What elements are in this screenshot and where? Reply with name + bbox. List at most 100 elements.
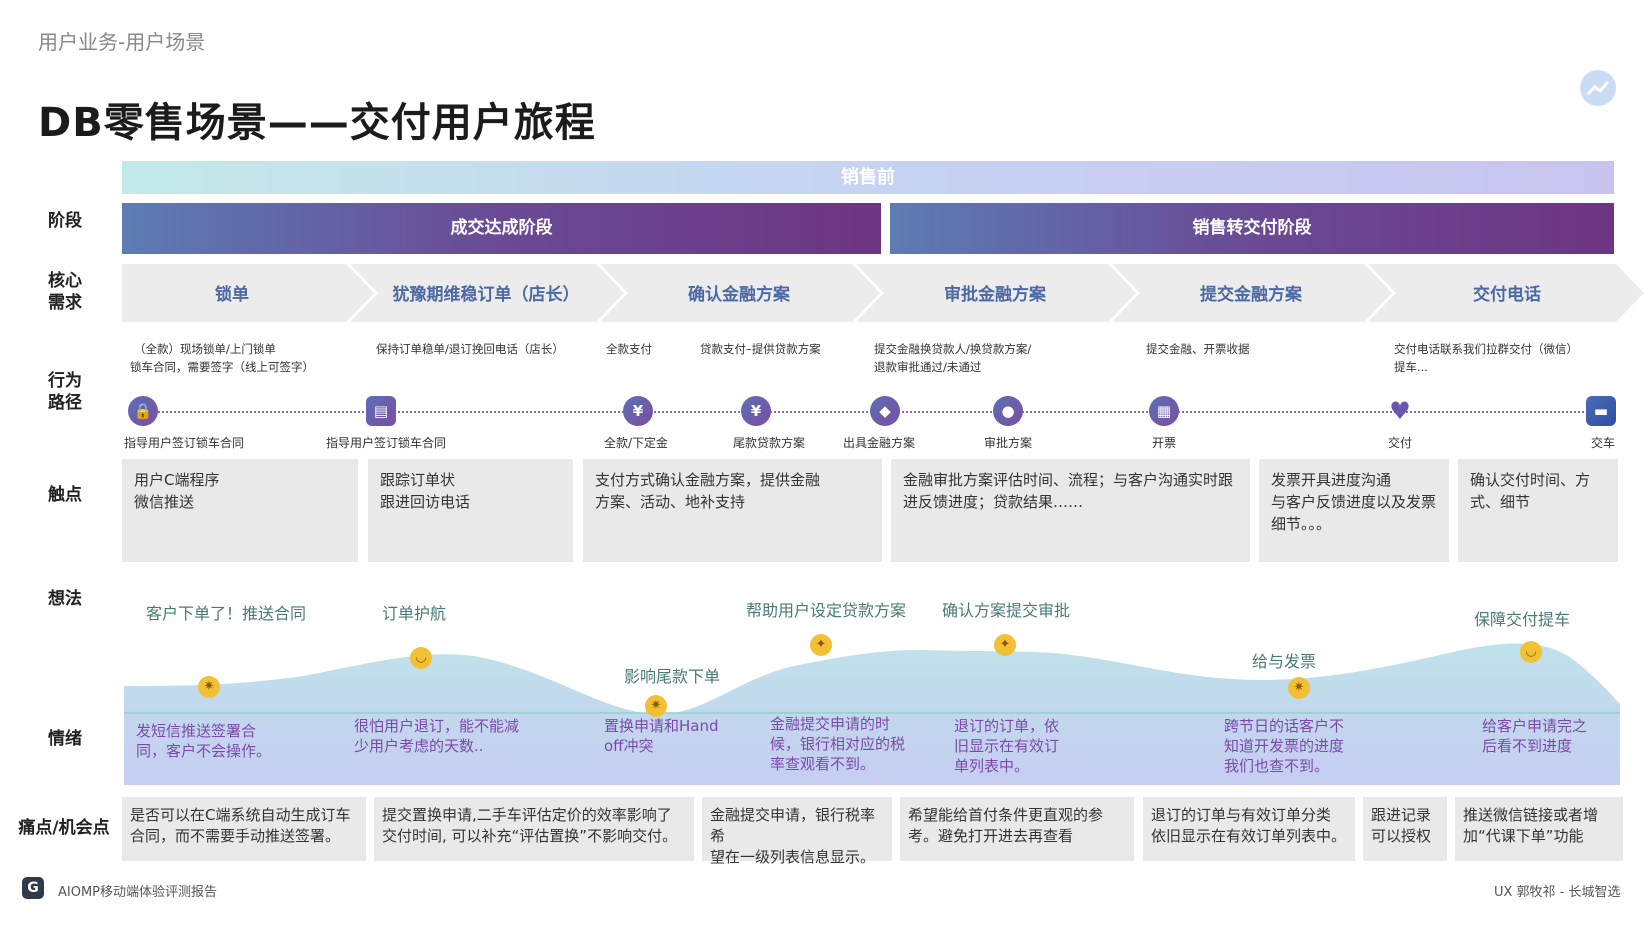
stressed-face-icon: ✷ (198, 676, 220, 698)
pain-card: 是否可以在C端系统自动生成订车 合同，而不需要手动推送签署。 (122, 797, 366, 861)
node-label: 交付 (1388, 436, 1413, 450)
pain-card: 推送微信链接或者增 加“代课下单”功能 (1455, 797, 1623, 861)
touchpoint-line: 进反馈进度；贷款结果…… (903, 493, 1084, 511)
need-approve-finance: 审批金融方案 (944, 284, 1046, 305)
touchpoint-line: 确认交付时间、方 (1470, 471, 1591, 489)
thought-text: 影响尾款下单 (624, 667, 721, 686)
label-touchpoint: 触点 (48, 485, 82, 505)
thought-text: 给与发票 (1252, 652, 1317, 671)
emotion-line: 发短信推送签署合 (136, 722, 257, 740)
touchpoint-line: 方案、活动、地补支持 (595, 493, 746, 511)
emotion-wave (124, 643, 1620, 785)
touchpoint-line: 式、细节 (1470, 493, 1531, 511)
emotion-text: 置换申请和Hand off冲突 (604, 716, 719, 756)
touchpoint-line: 支付方式确认金融方案，提供金融 (595, 471, 821, 489)
pain-line: 是否可以在C端系统自动生成订车 (130, 806, 351, 824)
node-label: 指导用户签订锁车合同 (124, 436, 245, 450)
touchpoint-card: 发票开具进度沟通 与客户反馈进度以及发票 细节。。。 (1259, 459, 1449, 562)
pain-line: 依旧显示在有效订单列表中。 (1151, 827, 1347, 845)
touchpoint-line: 跟进回访电话 (380, 493, 471, 511)
touchpoint-card: 用户C端程序 微信推送 (122, 459, 358, 562)
behavior-text: （全款）现场锁单/上门锁单 (134, 342, 276, 356)
pain-line: 推送微信链接或者增 (1463, 806, 1599, 824)
celebrate-face-icon: ✦ (810, 634, 832, 656)
behavior-text: 退款审批通过/未通过 (874, 360, 982, 374)
frustrated-face-icon: ✷ (645, 695, 667, 717)
emotion-line: 旧显示在有效订 (954, 737, 1060, 755)
emotion-line: 置换申请和Hand (604, 717, 719, 735)
behavior-text: 提交金融、开票收据 (1146, 342, 1250, 356)
diamond-icon: ◆ (870, 396, 900, 426)
pain-card: 退订的订单与有效订单分类 依旧显示在有效订单列表中。 (1143, 797, 1355, 861)
pain-line: 退订的订单与有效订单分类 (1151, 806, 1332, 824)
pain-line: 加“代课下单”功能 (1463, 827, 1584, 845)
trend-logo-icon (1580, 70, 1616, 106)
pain-line: 望在一级列表信息显示。 (710, 848, 876, 866)
smile-face-icon: ◡ (1520, 641, 1542, 663)
emotion-line: 单列表中。 (954, 757, 1030, 775)
label-pain: 痛点/机会点 (18, 818, 110, 838)
thought-text: 帮助用户设定贷款方案 (746, 601, 907, 620)
emotion-line: off冲突 (604, 737, 654, 755)
label-need: 核心 需求 (40, 270, 90, 314)
need-confirm-finance: 确认金融方案 (688, 284, 790, 305)
behavior-text: 贷款支付–提供贷款方案 (700, 342, 821, 356)
pain-line: 希望能给首付条件更直观的参 (908, 806, 1104, 824)
behavior-text: 保持订单稳单/退订挽回电话（店长） (376, 342, 564, 356)
emotion-line: 跨节日的话客户不 (1224, 717, 1345, 735)
touchpoint-line: 微信推送 (134, 493, 195, 511)
thought-text: 保障交付提车 (1474, 610, 1571, 629)
pain-card: 金融提交申请，银行税率希 望在一级列表信息显示。 (702, 797, 892, 866)
need-chevrons (122, 264, 1644, 322)
touchpoint-card: 支付方式确认金融方案，提供金融 方案、活动、地补支持 (583, 459, 882, 562)
emotion-text: 退订的订单，依 旧显示在有效订 单列表中。 (954, 716, 1059, 776)
thought-text: 确认方案提交审批 (942, 601, 1071, 620)
stage-bar-delivery: 销售转交付阶段 (890, 203, 1614, 254)
label-thought: 想法 (48, 589, 82, 609)
need-submit-finance: 提交金融方案 (1200, 284, 1302, 305)
touchpoint-line: 金融审批方案评估时间、流程；与客户沟通实时跟 (903, 471, 1234, 489)
behavior-text: 交付电话联系我们拉群交付（微信） (1394, 342, 1578, 356)
emotion-text: 发短信推送签署合 同，客户不会操作。 (136, 721, 271, 761)
behavior-text: 全款支付 (606, 342, 652, 356)
pain-line: 交付时间, 可以补充“评估置换”不影响交付。 (382, 827, 678, 845)
thought-text: 客户下单了！推送合同 (146, 604, 307, 623)
pain-line: 合同，而不需要手动推送签署。 (130, 827, 341, 845)
pre-sale-bar: 销售前 (122, 161, 1614, 194)
section-title: 用户业务-用户场景 (38, 30, 206, 54)
node-label: 开票 (1152, 436, 1177, 450)
chevron-shape-2 (350, 264, 624, 322)
behavior-text: 提交金融换贷款人/换贷款方案/ (874, 342, 1032, 356)
smile-face-icon: ◡ (410, 647, 432, 669)
node-label: 交车 (1591, 436, 1616, 450)
emotion-text: 很怕用户退订，能不能减 少用户考虑的天数.. (354, 716, 519, 756)
pain-line: 跟进记录 (1371, 806, 1432, 824)
car-icon: ▬ (1586, 396, 1616, 426)
touchpoint-card: 确认交付时间、方 式、细节 (1458, 459, 1618, 562)
touchpoint-line: 与客户反馈进度以及发票 (1271, 493, 1437, 511)
emotion-line: 候，银行相对应的税 (770, 735, 906, 753)
emotion-line: 退订的订单，依 (954, 717, 1060, 735)
yen-icon: ¥ (623, 396, 653, 426)
footer-report-name: AIOMP移动端体验评测报告 (58, 885, 218, 900)
celebrate-face-icon: ✦ (994, 634, 1016, 656)
pain-line: 金融提交申请，银行税率希 (710, 806, 876, 845)
stage-bar-deal: 成交达成阶段 (122, 203, 881, 254)
label-behavior-line2: 路径 (48, 393, 82, 413)
emotion-line: 后看不到进度 (1482, 737, 1573, 755)
emotion-line: 少用户考虑的天数.. (354, 737, 484, 755)
page-title: DB零售场景——交付用户旅程 (38, 100, 596, 146)
touchpoint-line: 细节。。。 (1271, 515, 1332, 533)
label-need-line1: 核心 (48, 271, 82, 291)
emotion-line: 很怕用户退订，能不能减 (354, 717, 520, 735)
pain-card: 希望能给首付条件更直观的参 考。避免打开进去再查看 (900, 797, 1134, 861)
emotion-wave-fill (124, 643, 1620, 785)
stressed-face-icon: ✷ (1288, 677, 1310, 699)
need-delivery-call: 交付电话 (1473, 284, 1541, 305)
emotion-line: 知道开发票的进度 (1224, 737, 1345, 755)
label-stage: 阶段 (48, 211, 82, 231)
chevron-shape-1 (122, 264, 374, 322)
g-logo-icon: G (22, 877, 44, 899)
emotion-text: 跨节日的话客户不 知道开发票的进度 我们也查不到。 (1224, 716, 1344, 776)
pain-line: 提交置换申请,二手车评估定价的效率影响了 (382, 806, 672, 824)
